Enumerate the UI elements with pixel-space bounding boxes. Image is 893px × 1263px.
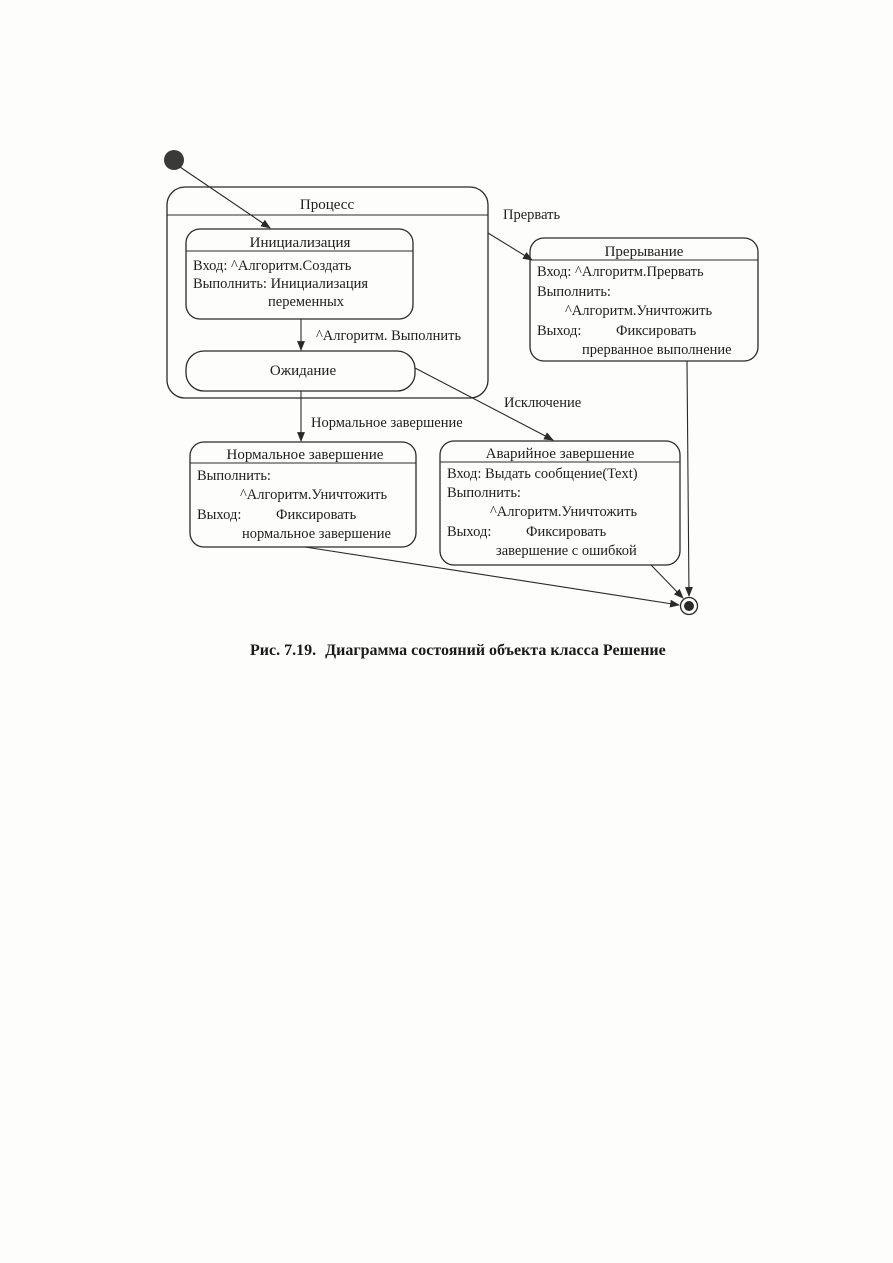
state-wait: Ожидание	[185, 350, 416, 392]
state-init-do: Выполнить: Инициализация	[193, 276, 368, 292]
state-interrupt-entry: Вход: ^Алгоритм.Прервать	[537, 264, 704, 280]
state-emergency-entry: Вход: Выдать сообщение(Text)	[447, 466, 638, 482]
label-execute: ^Алгоритм. Выполнить	[316, 328, 461, 344]
state-emergency-exit: Выход:	[447, 524, 491, 540]
label-normal-end: Нормальное завершение	[311, 415, 463, 431]
state-interrupt-title: Прерывание	[605, 244, 684, 260]
state-normal: Нормальное завершение Выполнить: ^Алгори…	[189, 441, 417, 548]
state-interrupt-do: Выполнить:	[537, 284, 611, 300]
label-exception: Исключение	[504, 395, 581, 411]
state-process: Процесс	[166, 186, 489, 399]
transition-initial-to-init	[179, 166, 271, 229]
state-init: Инициализация Вход: ^Алгоритм.Создать Вы…	[185, 228, 414, 320]
state-normal-exit-action: Фиксировать	[276, 507, 357, 523]
state-normal-title: Нормальное завершение	[227, 447, 384, 463]
transition-interrupt-to-final	[684, 360, 693, 597]
state-emergency-exit-action: Фиксировать	[526, 524, 607, 540]
state-process-title: Процесс	[300, 197, 355, 213]
transition-normal-to-final	[304, 546, 680, 608]
state-wait-title: Ожидание	[270, 363, 337, 379]
state-interrupt-exit-action: Фиксировать	[616, 323, 697, 339]
figure-caption-label: Рис. 7.19.	[250, 642, 316, 659]
state-emergency-exit-cont: завершение с ошибкой	[496, 543, 637, 559]
transition-emergency-to-final	[650, 564, 684, 599]
transition-interrupt	[487, 232, 533, 261]
state-normal-exit: Выход:	[197, 507, 241, 523]
initial-state	[164, 150, 184, 170]
state-init-title: Инициализация	[250, 235, 351, 251]
state-interrupt: Прерывание Вход: ^Алгоритм.Прервать Выпо…	[529, 237, 759, 362]
state-emergency-title: Аварийное завершение	[486, 446, 635, 462]
state-init-entry: Вход: ^Алгоритм.Создать	[193, 258, 352, 274]
transition-wait-to-emergency	[414, 367, 554, 441]
final-state	[679, 596, 699, 616]
state-normal-do-action: ^Алгоритм.Уничтожить	[240, 487, 387, 503]
state-normal-do: Выполнить:	[197, 468, 271, 484]
figure-caption-text: Диаграмма состояний объекта класса Решен…	[325, 642, 666, 659]
state-normal-exit-cont: нормальное завершение	[242, 526, 391, 542]
figure-caption: Рис. 7.19. Диаграмма состояний объекта к…	[250, 642, 666, 659]
label-interrupt: Прервать	[503, 207, 560, 223]
state-interrupt-do-action: ^Алгоритм.Уничтожить	[565, 303, 712, 319]
state-init-do-cont: переменных	[268, 294, 345, 310]
state-emergency-do-action: ^Алгоритм.Уничтожить	[490, 504, 637, 520]
state-emergency-do: Выполнить:	[447, 485, 521, 501]
state-interrupt-exit-cont: прерванное выполнение	[582, 342, 732, 358]
state-emergency: Аварийное завершение Вход: Выдать сообще…	[439, 440, 681, 566]
state-interrupt-exit: Выход:	[537, 323, 581, 339]
